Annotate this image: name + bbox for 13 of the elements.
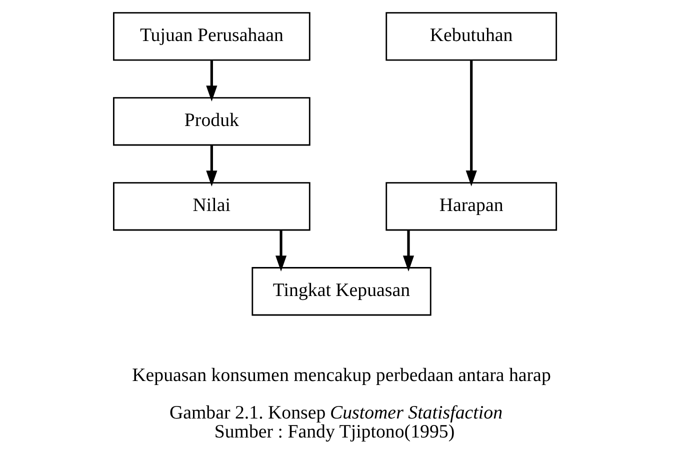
node-box: Tujuan Perusahaan	[113, 12, 310, 61]
node-box: Nilai	[113, 182, 310, 231]
arrow	[466, 60, 477, 186]
node-box: Kebutuhan	[386, 12, 558, 61]
arrow	[275, 230, 287, 272]
arrow	[206, 145, 218, 186]
caption: Gambar 2.1. Konsep Customer Statisfaction Sumber : Fandy Tjiptono(1995)	[169, 402, 503, 442]
node-box: Produk	[113, 97, 310, 146]
arrow	[206, 60, 218, 102]
arrow	[402, 230, 414, 272]
label: Kepuasan konsumen mencakup perbedaan antara harap	[132, 364, 551, 386]
node-box: Tingkat Kepuasan	[252, 267, 432, 316]
node-box: Harapan	[386, 182, 558, 231]
